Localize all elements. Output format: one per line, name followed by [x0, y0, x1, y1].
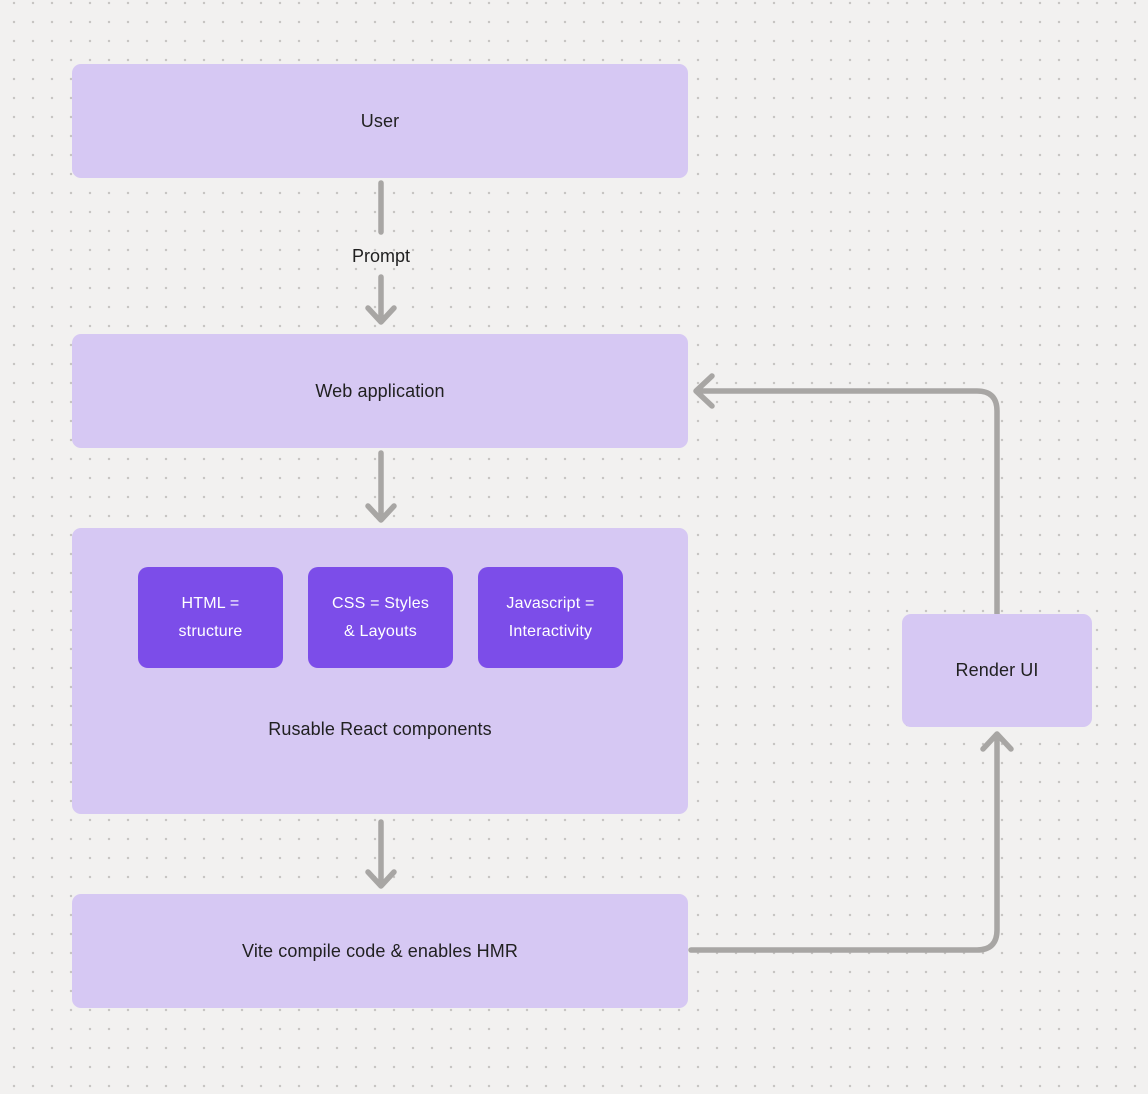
node-vite-label: Vite compile code & enables HMR	[242, 940, 518, 961]
components-group-caption: Rusable React components	[268, 719, 492, 739]
chip-javascript-label: Javascript = Interactivity	[506, 594, 595, 640]
node-web-application-label: Web application	[315, 380, 445, 401]
chip-html-label: HTML = structure	[178, 594, 243, 640]
node-render-ui-label: Render UI	[955, 660, 1039, 680]
node-web-application: Web application	[72, 334, 688, 448]
chip-css: CSS = Styles & Layouts	[308, 567, 453, 668]
connector-user-to-web-arrow	[365, 274, 397, 325]
edge-label-prompt: Prompt	[351, 246, 411, 266]
chip-css-label: CSS = Styles & Layouts	[331, 594, 430, 640]
chip-html: HTML = structure	[138, 567, 283, 668]
connector-group-to-vite-arrow	[365, 819, 397, 889]
node-render-ui: Render UI	[902, 614, 1092, 727]
node-user: User	[72, 64, 688, 178]
node-vite: Vite compile code & enables HMR	[72, 894, 688, 1008]
connector-vite-to-render-arrow	[688, 731, 1014, 953]
node-user-label: User	[360, 110, 400, 131]
connector-web-to-group-arrow	[365, 450, 397, 523]
connector-render-to-web-arrow	[693, 373, 1000, 617]
chip-javascript: Javascript = Interactivity	[478, 567, 623, 668]
node-components-group: HTML = structure CSS = Styles & Layouts …	[72, 528, 688, 814]
